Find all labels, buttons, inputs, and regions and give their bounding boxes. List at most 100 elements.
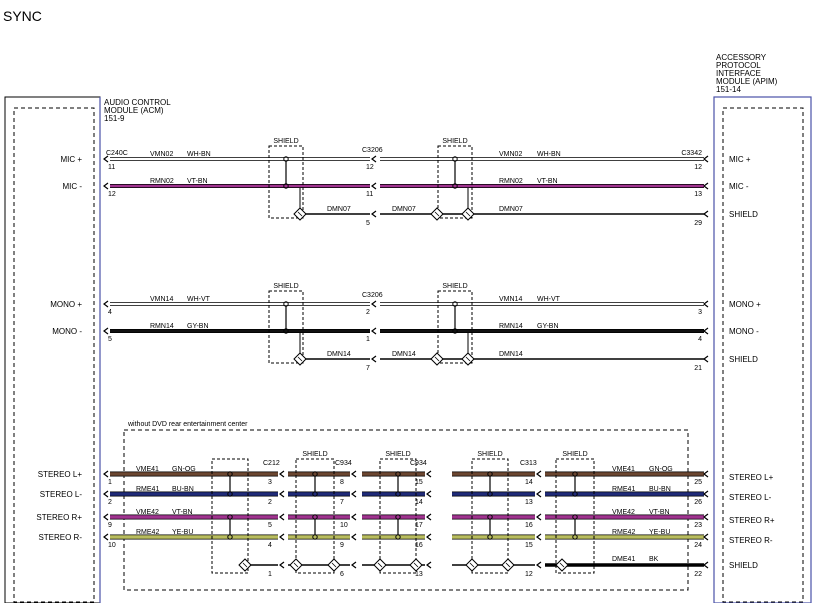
- stereo-shield-box-2: [379, 458, 417, 574]
- mono-right-circuit-b: RMN14: [499, 323, 523, 330]
- stereo-drain-pin-2: 13: [415, 571, 423, 578]
- stereo-pin-0-3: 14: [525, 479, 533, 486]
- mic-drain-mid-pin: 5: [366, 220, 370, 227]
- acm-outer-box: [4, 96, 101, 603]
- mic-mid-pin-a: 12: [366, 164, 374, 171]
- mic-right-circuit-a: VMN02: [499, 151, 522, 158]
- stereo-right-circuit-3: RME42: [612, 529, 635, 536]
- acm-pin-stereo-r-plus: STEREO R+: [36, 513, 82, 522]
- stereo-drain-diamond-1-mark: [293, 562, 299, 568]
- stereo-drain-right-pin: 22: [694, 571, 702, 578]
- apim-pin-stereo-l-minus: STEREO L-: [729, 493, 772, 502]
- stereo-twist-b-2-bottom: [395, 534, 401, 540]
- mic-twist-1-bottom: [283, 183, 289, 189]
- mic-drain-circuit-1: DMN07: [327, 206, 351, 213]
- stereo-pin-0-0: 3: [268, 479, 272, 486]
- mono-mid-arrow-a: [371, 300, 377, 308]
- stereo-connector-3: C313: [520, 460, 537, 467]
- stereo-twist-a-0-bottom: [227, 491, 233, 497]
- stereo-right-arrow-1: [703, 490, 709, 498]
- stereo-conn-arrow-2-2: [426, 513, 432, 521]
- mono-left-color-b: GY-BN: [187, 323, 209, 330]
- acm-pin-labels: MIC + MIC - MONO + MONO - STEREO L+ STER…: [36, 155, 82, 542]
- mono-drain-circuit-3: DMN14: [499, 351, 523, 358]
- mono-right-color-a: WH-VT: [537, 296, 561, 303]
- apim-pin-mic-plus: MIC +: [729, 155, 751, 164]
- stereo-pin-3-1: 9: [340, 542, 344, 549]
- stereo-right-pin-0: 25: [694, 479, 702, 486]
- stereo-conn-arrow-2-3: [536, 513, 542, 521]
- stereo-conn-arrow-3-1: [351, 533, 357, 541]
- wire-layer: [103, 145, 709, 574]
- stereo-drain-diamond-0-mark: [242, 562, 248, 568]
- mono-mid-arrow-b: [371, 327, 377, 335]
- acm-pin-mono-minus: MONO -: [52, 327, 82, 336]
- mic-mid-arrow-b: [371, 182, 377, 190]
- mic-left-arrow-b: [103, 182, 109, 190]
- stereo-conn-arrow-0-2: [426, 470, 432, 478]
- acm-pin-stereo-r-minus: STEREO R-: [38, 533, 82, 542]
- mic-left-circuit-a: VMN02: [150, 151, 173, 158]
- stereo-left-arrow-1: [103, 490, 109, 498]
- apim-pin-mono-plus: MONO +: [729, 300, 761, 309]
- stereo-left-circuit-1: RME41: [136, 486, 159, 493]
- acm-inner-box: [13, 107, 95, 603]
- acm-label-line-1: AUDIO CONTROL: [104, 98, 171, 107]
- apim-pin-stereo-r-plus: STEREO R+: [729, 516, 775, 525]
- stereo-drain-conn-arrow-3: [536, 561, 542, 569]
- stereo-conn-arrow-1-0: [279, 490, 285, 498]
- stereo-conn-arrow-3-3: [536, 533, 542, 541]
- stereo-conn-arrow-2-0: [279, 513, 285, 521]
- mic-right-conn: C3342: [681, 150, 702, 157]
- stereo-conn-arrow-0-0: [279, 470, 285, 478]
- apim-pin-mono-shield: SHIELD: [729, 355, 758, 364]
- mono-drain-diamond-1-mark: [297, 356, 303, 362]
- mic-drain-mid-arrow: [371, 210, 377, 218]
- apim-pin-mic-shield: SHIELD: [729, 210, 758, 219]
- mono-mid-pin-a: 2: [366, 309, 370, 316]
- stereo-shield-label-4: SHIELD: [562, 451, 587, 458]
- mono-mid-conn: C3206: [362, 292, 383, 299]
- stereo-shield-label-1: SHIELD: [302, 451, 327, 458]
- stereo-left-arrow-0: [103, 470, 109, 478]
- mono-drain-diamond-2-mark: [434, 356, 440, 362]
- dvd-option-box: [123, 429, 689, 591]
- mono-drain-diamond-3-mark: [465, 356, 471, 362]
- mic-mid-pin-b: 11: [366, 191, 373, 198]
- stereo-conn-arrow-2-1: [351, 513, 357, 521]
- stereo-drain-conn-arrow-1: [351, 561, 357, 569]
- mic-right-circuit-b: RMN02: [499, 178, 523, 185]
- stereo-right-pin-2: 23: [694, 522, 702, 529]
- mic-left-color-b: VT-BN: [187, 178, 208, 185]
- acm-pin-mic-minus: MIC -: [62, 182, 82, 191]
- stereo-left-pin-0: 1: [108, 479, 112, 486]
- stereo-shield-label-2: SHIELD: [385, 451, 410, 458]
- mic-right-pin-a: 12: [694, 164, 702, 171]
- mic-drain-circuit-2: DMN07: [392, 206, 416, 213]
- stereo-conn-arrow-3-2: [426, 533, 432, 541]
- stereo-twist-b-3-bottom: [487, 534, 493, 540]
- acm-pin-stereo-l-plus: STEREO L+: [38, 470, 83, 479]
- mic-right-pin-b: 13: [694, 191, 702, 198]
- stereo-right-pin-3: 24: [694, 542, 702, 549]
- stereo-drain-circuit: DME41: [612, 556, 635, 563]
- stereo-shield-box-3: [471, 458, 509, 574]
- stereo-pin-3-0: 4: [268, 542, 272, 549]
- stereo-left-pin-2: 9: [108, 522, 112, 529]
- stereo-pin-0-1: 8: [340, 479, 344, 486]
- mic-mid-conn: C3206: [362, 147, 383, 154]
- stereo-twist-b-1-bottom: [312, 534, 318, 540]
- acm-label-line-2: MODULE (ACM): [104, 106, 164, 115]
- acm-pin-mono-plus: MONO +: [50, 300, 82, 309]
- mic-right-arrow-b: [703, 182, 709, 190]
- stereo-pin-2-1: 10: [340, 522, 348, 529]
- stereo-twist-a-1-bottom: [312, 491, 318, 497]
- mic-twist-2-bottom: [452, 183, 458, 189]
- mono-left-color-a: WH-VT: [187, 296, 211, 303]
- stereo-right-color-2: VT-BN: [649, 509, 670, 516]
- acm-pin-mic-plus: MIC +: [60, 155, 82, 164]
- mono-right-arrow-b: [703, 327, 709, 335]
- mono-shield-box-1: [268, 290, 304, 364]
- stereo-twist-b-0-bottom: [227, 534, 233, 540]
- apim-label-line-3: INTERFACE: [716, 69, 761, 78]
